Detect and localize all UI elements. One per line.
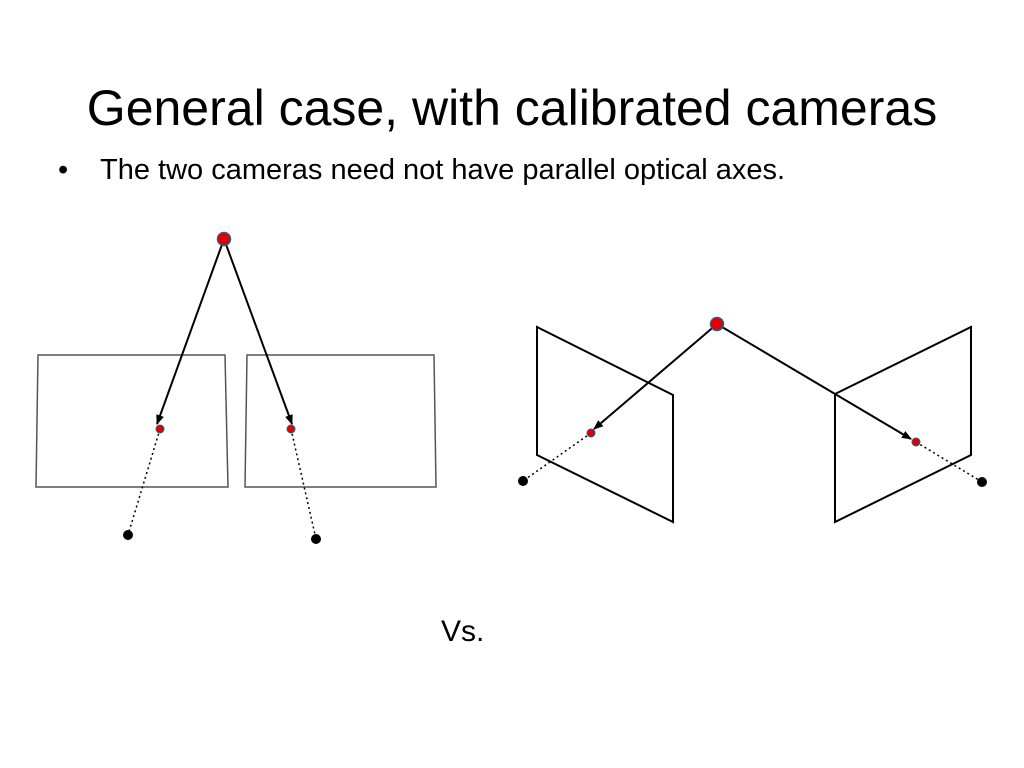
right-tilted-image-point: [911, 437, 921, 447]
right-image-plane: [244, 354, 437, 488]
slide-title: General case, with calibrated cameras: [86, 79, 938, 136]
left-tilted-image-plane: [536, 325, 674, 524]
left-projection-ray: [156, 238, 225, 425]
right-camera-center: [311, 534, 321, 544]
left-image-point: [155, 424, 165, 434]
comparison-label: Vs.: [441, 615, 485, 648]
right-tilted-projection-ray: [716, 323, 912, 440]
scene-point: [216, 231, 232, 247]
scene-point: [709, 316, 725, 332]
left-tilted-projection-ray: [593, 323, 718, 430]
left-image-plane: [35, 354, 229, 488]
bullet-item: • The two cameras need not have parallel …: [58, 150, 785, 190]
right-tilted-camera-center: [977, 477, 987, 487]
right-projection-ray: [223, 238, 293, 425]
right-tilted-image-plane: [834, 325, 972, 524]
right-tilted-optical-ray: [915, 441, 983, 483]
left-tilted-optical-ray: [522, 432, 592, 482]
bullet-text: The two cameras need not have parallel o…: [100, 154, 786, 186]
converging-cameras: [518, 316, 987, 524]
left-optical-ray: [127, 428, 161, 536]
left-camera-center: [123, 530, 133, 540]
bullet-marker: •: [58, 154, 69, 186]
right-image-point: [286, 424, 296, 434]
bullet-list: • The two cameras need not have parallel …: [58, 150, 785, 190]
left-tilted-camera-center: [518, 476, 528, 486]
parallel-cameras: [35, 231, 437, 544]
left-tilted-image-point: [586, 428, 596, 438]
right-optical-ray: [290, 428, 317, 540]
